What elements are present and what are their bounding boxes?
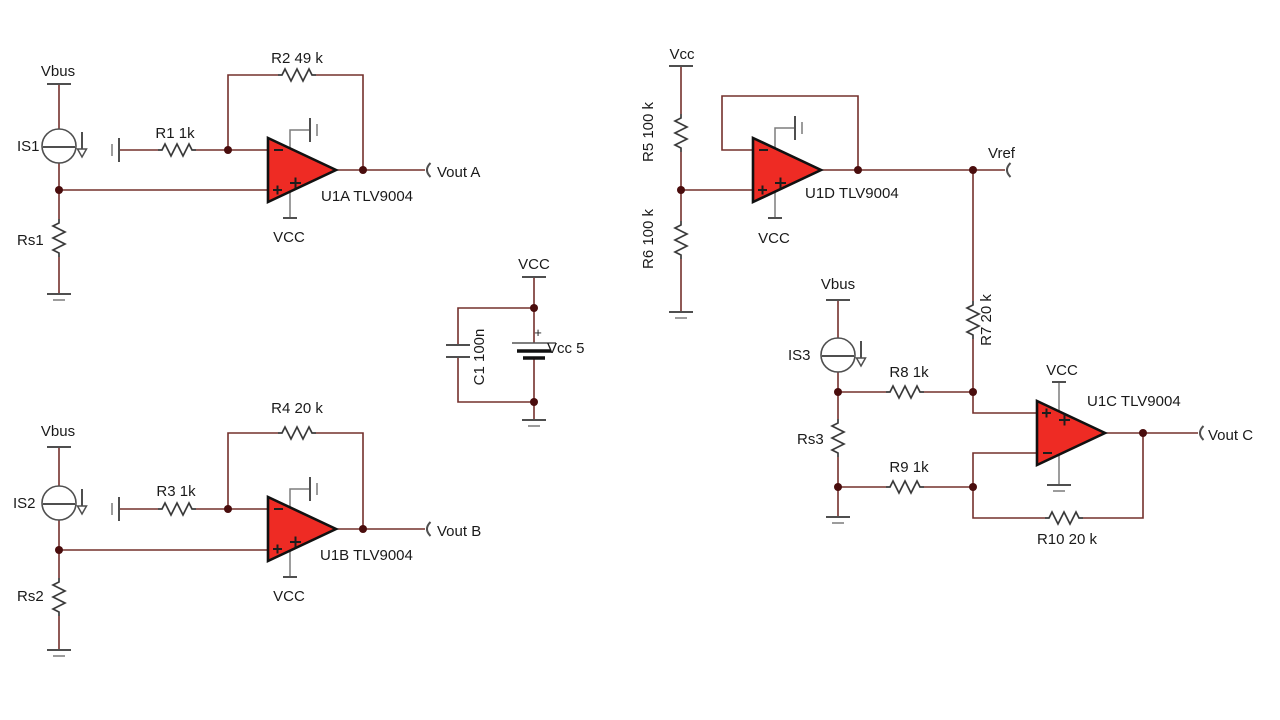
circuit-a-opamp-pins	[289, 129, 310, 218]
ground-icon	[521, 419, 547, 427]
ground-icon	[309, 476, 318, 502]
resistor-r2	[277, 68, 317, 82]
amplifier-a-block: Vbus IS1 Rs1 R1 1k R2 49 k U1A TLV9004 V…	[17, 50, 480, 301]
current-source-is2-icon	[41, 485, 77, 521]
vout-b-label: Vout B	[437, 523, 481, 540]
vcc-label: VCC	[758, 230, 790, 247]
ground-icon	[46, 293, 72, 301]
junction-dot	[530, 304, 538, 312]
ground-icon	[1046, 484, 1072, 492]
ground-icon	[668, 311, 694, 319]
u1c-label: U1C TLV9004	[1087, 393, 1181, 410]
amplifier-b-block: Vbus IS2 Rs2 R3 1k R4 20 k U1B TLV9004 V…	[13, 400, 481, 657]
r6-label: R6 100 k	[640, 208, 657, 269]
supply-wires	[457, 277, 535, 419]
resistor-r10	[1044, 511, 1084, 525]
current-source-is1-icon	[41, 128, 77, 164]
c1-label: C1 100n	[471, 329, 488, 386]
resistor-r6	[674, 220, 688, 260]
r3-label: R3 1k	[156, 483, 196, 500]
vref-opamp-pins	[774, 127, 795, 218]
junction-dot	[969, 388, 977, 396]
r7-label: R7 20 k	[978, 294, 995, 346]
current-source-is3-icon	[820, 337, 856, 373]
resistor-rs3	[831, 418, 845, 458]
junction-dot	[834, 388, 842, 396]
rs1-label: Rs1	[17, 232, 44, 249]
junction-dot	[969, 166, 977, 174]
r4-label: R4 20 k	[271, 400, 323, 417]
vout-a-label: Vout A	[437, 164, 480, 181]
battery-label: Vcc 5	[547, 340, 585, 357]
junction-dot	[834, 483, 842, 491]
vcc-rail-label: Vcc	[669, 46, 695, 63]
port-vout-a-icon	[426, 162, 432, 178]
junction-dot	[359, 166, 367, 174]
ground-icon	[46, 649, 72, 657]
junction-dot	[55, 546, 63, 554]
resistor-r4	[277, 426, 317, 440]
resistor-rs2	[52, 577, 66, 617]
vbus-label: Vbus	[41, 423, 75, 440]
port-vout-b-icon	[426, 521, 432, 537]
resistor-r8	[885, 385, 925, 399]
junction-dot	[969, 483, 977, 491]
r10-label: R10 20 k	[1037, 531, 1098, 548]
circuit-b-opamp-pins	[289, 488, 310, 577]
r9-label: R9 1k	[889, 459, 929, 476]
current-arrow-icon	[76, 488, 88, 515]
is3-label: IS3	[788, 347, 811, 364]
ground-icon	[794, 115, 803, 141]
vref-label: Vref	[988, 145, 1016, 162]
vcc-label: VCC	[273, 588, 305, 605]
is1-label: IS1	[17, 138, 40, 155]
amplifier-c-block: Vbus IS3 Rs3 R7 20 k R8 1k R9 1k R10 20 …	[788, 276, 1253, 548]
r1-label: R1 1k	[155, 125, 195, 142]
u1b-label: U1B TLV9004	[320, 547, 413, 564]
current-arrow-icon	[76, 131, 88, 158]
circuit-b-wires	[58, 432, 425, 650]
vcc-label: VCC	[518, 256, 550, 273]
resistor-r3	[157, 502, 197, 516]
vref-buffer-block: Vcc R5 100 k R6 100 k U1D TLV9004 VCC Vr…	[640, 46, 1016, 392]
r2-label: R2 49 k	[271, 50, 323, 67]
junction-dot	[530, 398, 538, 406]
u1d-label: U1D TLV9004	[805, 185, 899, 202]
vbus-label: Vbus	[41, 63, 75, 80]
circuit-a-wires	[58, 74, 425, 294]
junction-dot	[854, 166, 862, 174]
power-supply-block: VCC C1 100n + Vcc 5	[446, 256, 585, 427]
junction-dot	[359, 525, 367, 533]
port-vref-icon	[1006, 162, 1012, 178]
vbus-label: Vbus	[821, 276, 855, 293]
current-arrow-icon	[855, 340, 867, 367]
junction-dot	[224, 505, 232, 513]
rs2-label: Rs2	[17, 588, 44, 605]
junction-dot	[224, 146, 232, 154]
battery-plus-label: +	[534, 325, 542, 340]
junction-dot	[55, 186, 63, 194]
opamp-u1c	[1035, 399, 1107, 467]
junction-dot	[1139, 429, 1147, 437]
is2-label: IS2	[13, 495, 36, 512]
junction-dot	[677, 186, 685, 194]
r5-label: R5 100 k	[640, 101, 657, 162]
vout-c-label: Vout C	[1208, 427, 1253, 444]
vcc-label: VCC	[1046, 362, 1078, 379]
port-vout-c-icon	[1199, 425, 1205, 441]
rs3-label: Rs3	[797, 431, 824, 448]
resistor-rs1	[52, 218, 66, 258]
resistor-r1	[157, 143, 197, 157]
resistor-r5	[674, 113, 688, 153]
u1a-label: U1A TLV9004	[321, 188, 413, 205]
ground-icon	[825, 516, 851, 524]
r8-label: R8 1k	[889, 364, 929, 381]
ground-icon	[111, 496, 120, 522]
resistor-r9	[885, 480, 925, 494]
ground-icon	[111, 137, 120, 163]
vcc-label: VCC	[273, 229, 305, 246]
ground-icon	[309, 117, 318, 143]
